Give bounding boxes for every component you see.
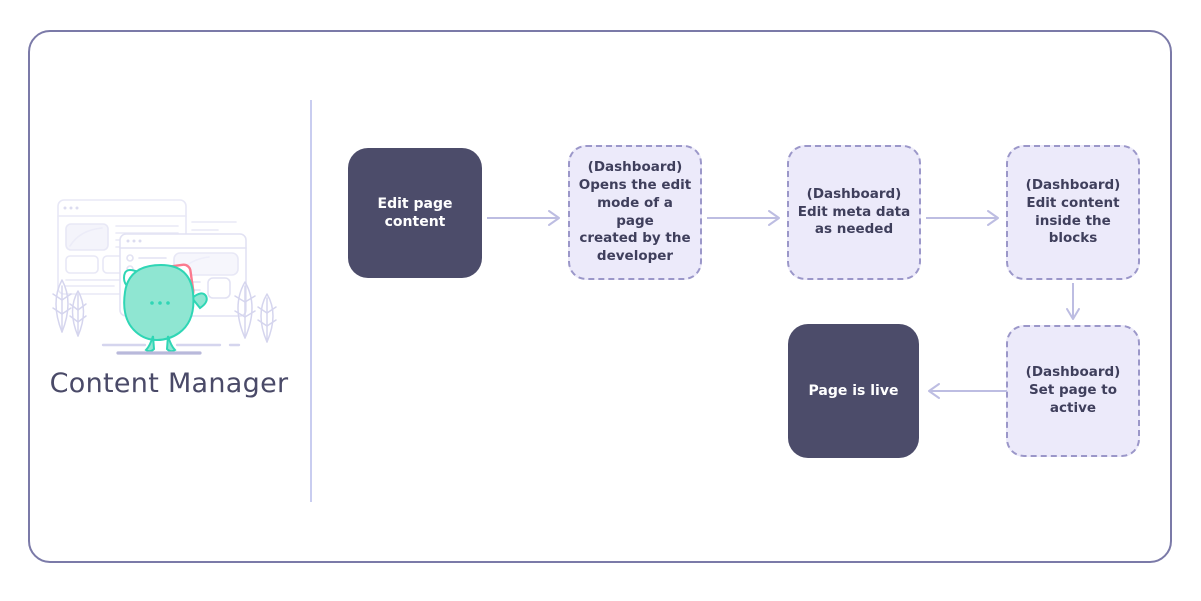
flow-node-label: Page is live [808, 382, 899, 399]
persona-panel: Content Manager [40, 190, 298, 415]
flow-node-page-is-live[interactable]: Page is live [788, 324, 919, 458]
flow-connector-arrow-1 [487, 208, 565, 228]
flow-connector-arrow-2 [707, 208, 785, 228]
content-manager-mascot-illustration [40, 190, 298, 360]
flow-connector-arrow-3 [926, 208, 1004, 228]
flow-connector-arrow-4 [1063, 283, 1083, 325]
panel-divider [310, 100, 312, 502]
flow-connector-arrow-5 [923, 381, 1007, 401]
persona-title: Content Manager [49, 368, 289, 399]
